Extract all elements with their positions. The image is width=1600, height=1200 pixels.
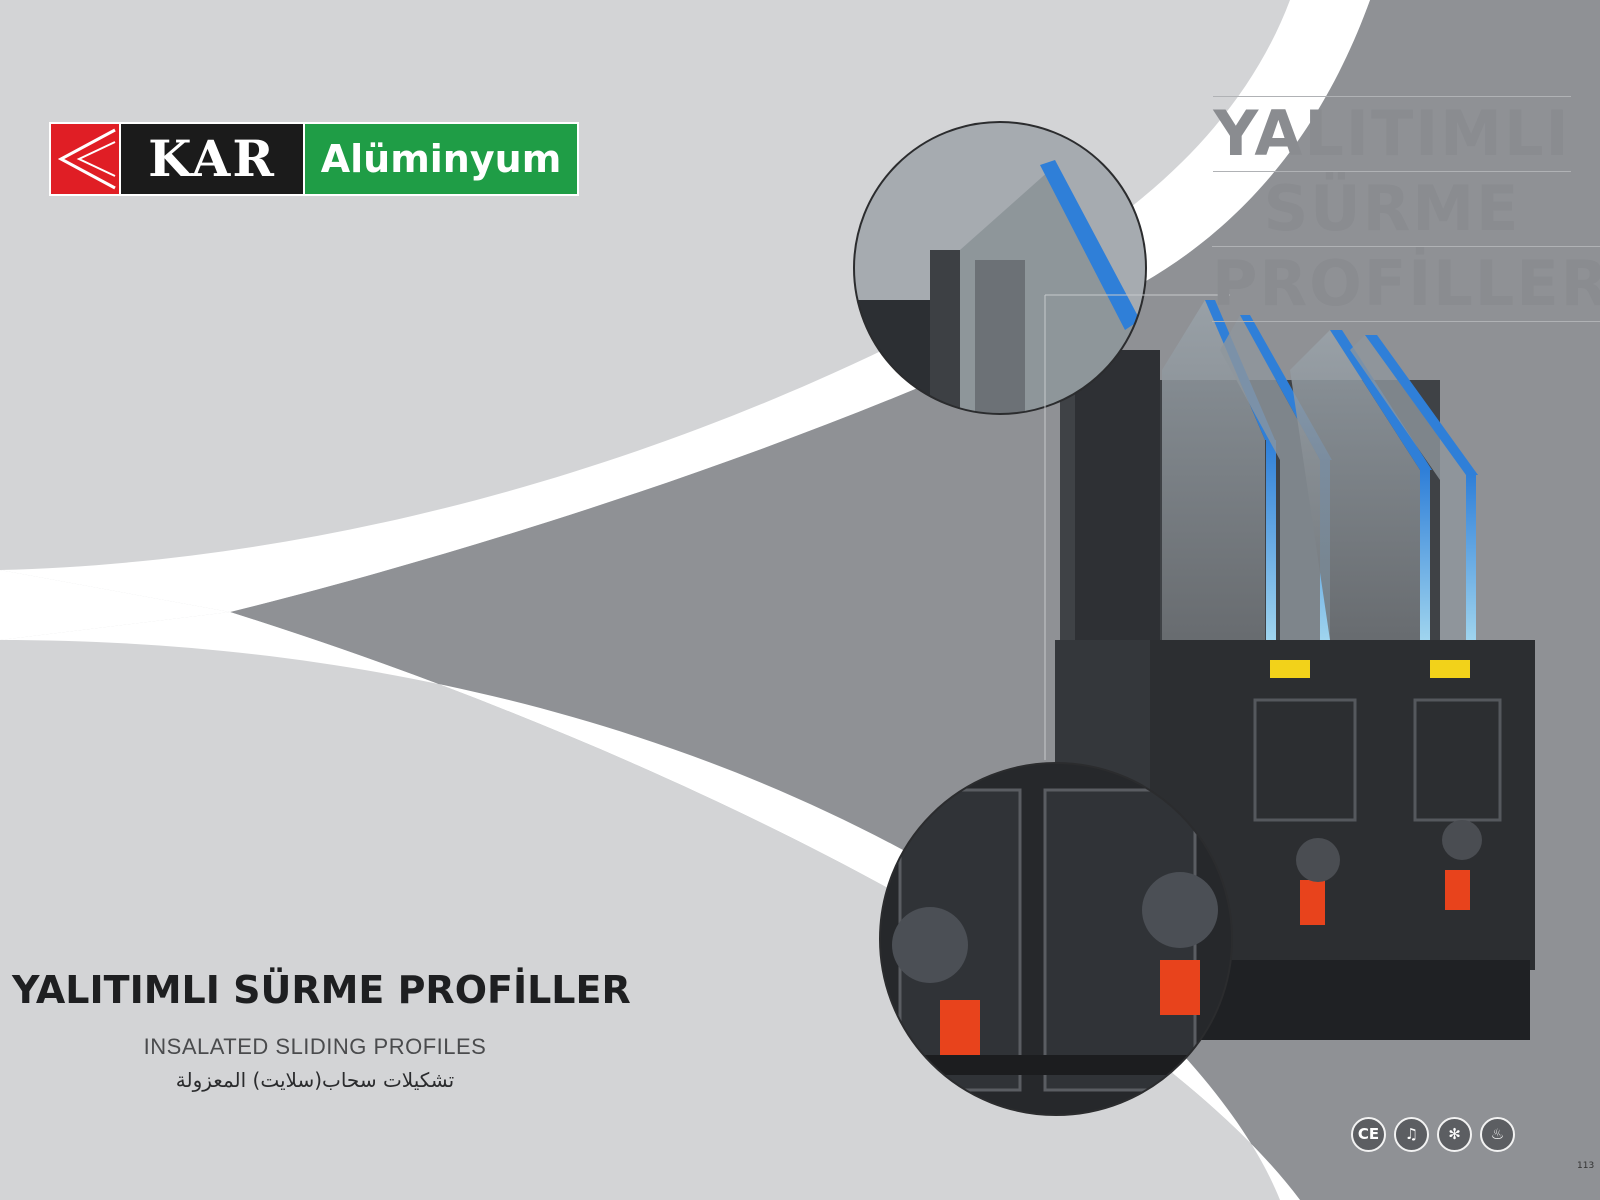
brand-logo: KAR Alüminyum bbox=[49, 122, 579, 196]
profile-render bbox=[1055, 300, 1535, 1070]
subtitle-english: INSALATED SLIDING PROFILES bbox=[143, 1034, 487, 1059]
feature-icons: CE ♫ ✻ ♨ bbox=[1351, 1117, 1515, 1152]
ghost-title-line3: PROFİLLERİ bbox=[1212, 246, 1600, 322]
ghost-title: YALITIMLI SÜRME PROFİLLERİ bbox=[1212, 96, 1600, 322]
page-number: 113 bbox=[1577, 1161, 1595, 1171]
sound-insulation-icon: ♫ bbox=[1394, 1117, 1429, 1152]
thermal-insulation-icon: ✻ bbox=[1437, 1117, 1472, 1152]
ghost-title-line1: YALITIMLI bbox=[1213, 96, 1571, 172]
bottom-magnifier bbox=[880, 763, 1232, 1115]
page-title: YALITIMLI SÜRME PROFİLLER bbox=[12, 968, 631, 1012]
ghost-title-line2: SÜRME bbox=[1263, 172, 1521, 245]
brand-product-line: Alüminyum bbox=[305, 124, 577, 194]
brand-mark-icon bbox=[51, 124, 119, 194]
subtitle-arabic: تشكيلات سحاب(سلايت) المعزولة bbox=[175, 1068, 455, 1092]
ce-mark-icon: CE bbox=[1351, 1117, 1386, 1152]
brand-name: KAR bbox=[121, 124, 303, 194]
fire-resistance-icon: ♨ bbox=[1480, 1117, 1515, 1152]
